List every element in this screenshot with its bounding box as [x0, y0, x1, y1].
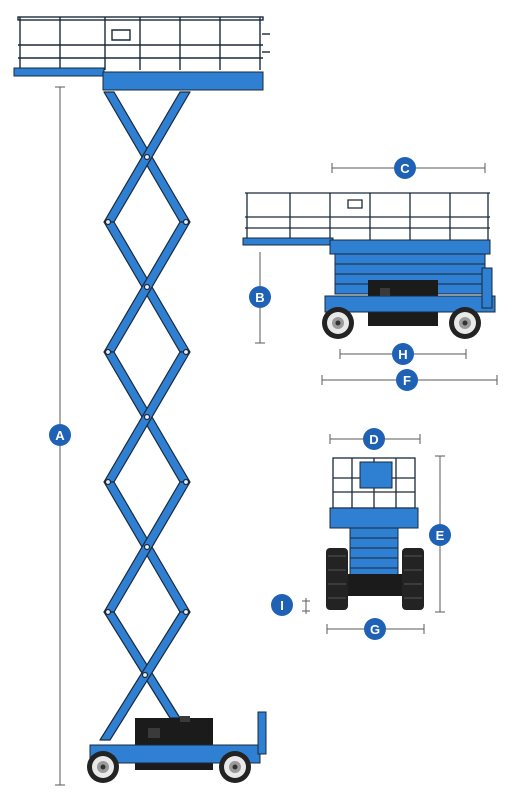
dimension-badge-h: H: [392, 343, 414, 365]
extended-rear-wheel: [219, 751, 251, 783]
extended-base-chassis: [89, 711, 267, 770]
rear-platform-deck: [329, 507, 419, 529]
dimension-label-g: G: [370, 622, 380, 637]
dimension-label-c: C: [400, 161, 410, 176]
stowed-side-view: [242, 192, 496, 339]
dimension-badge-d: D: [363, 428, 385, 450]
dimension-label-i: I: [280, 598, 284, 613]
stowed-platform-extension: [242, 237, 334, 246]
dimension-label-f: F: [403, 373, 411, 388]
dimension-badge-g: G: [364, 618, 386, 640]
extended-platform-deck: [13, 67, 105, 77]
extended-front-wheel: [87, 751, 119, 783]
rear-scissor-stack: [349, 527, 399, 579]
stowed-platform-deck: [329, 239, 491, 255]
rear-platform-gate: [359, 461, 393, 489]
dimension-badge-c: C: [394, 157, 416, 179]
dimension-badge-e: E: [429, 524, 451, 546]
dimension-badge-a: A: [49, 424, 71, 446]
dimension-badge-b: B: [249, 286, 271, 308]
dimension-label-b: B: [255, 290, 264, 305]
dimension-label-h: H: [398, 347, 407, 362]
extended-platform-railing: [17, 16, 270, 70]
stowed-rear-wheel: [449, 307, 481, 339]
extended-platform-base: [102, 71, 264, 91]
dimension-label-d: D: [369, 432, 378, 447]
stowed-base-chassis: [324, 267, 496, 326]
rear-base-chassis: [326, 548, 424, 610]
stowed-rear-view: [326, 457, 424, 610]
dimension-badge-f: F: [396, 369, 418, 391]
dimension-label-e: E: [436, 528, 445, 543]
scissor-arm-stack: [99, 91, 191, 741]
stowed-front-wheel: [322, 307, 354, 339]
dimension-badge-i: I: [271, 594, 293, 616]
dimension-label-a: A: [55, 428, 65, 443]
extended-side-view: [13, 16, 270, 783]
stowed-platform-railing: [245, 192, 490, 240]
